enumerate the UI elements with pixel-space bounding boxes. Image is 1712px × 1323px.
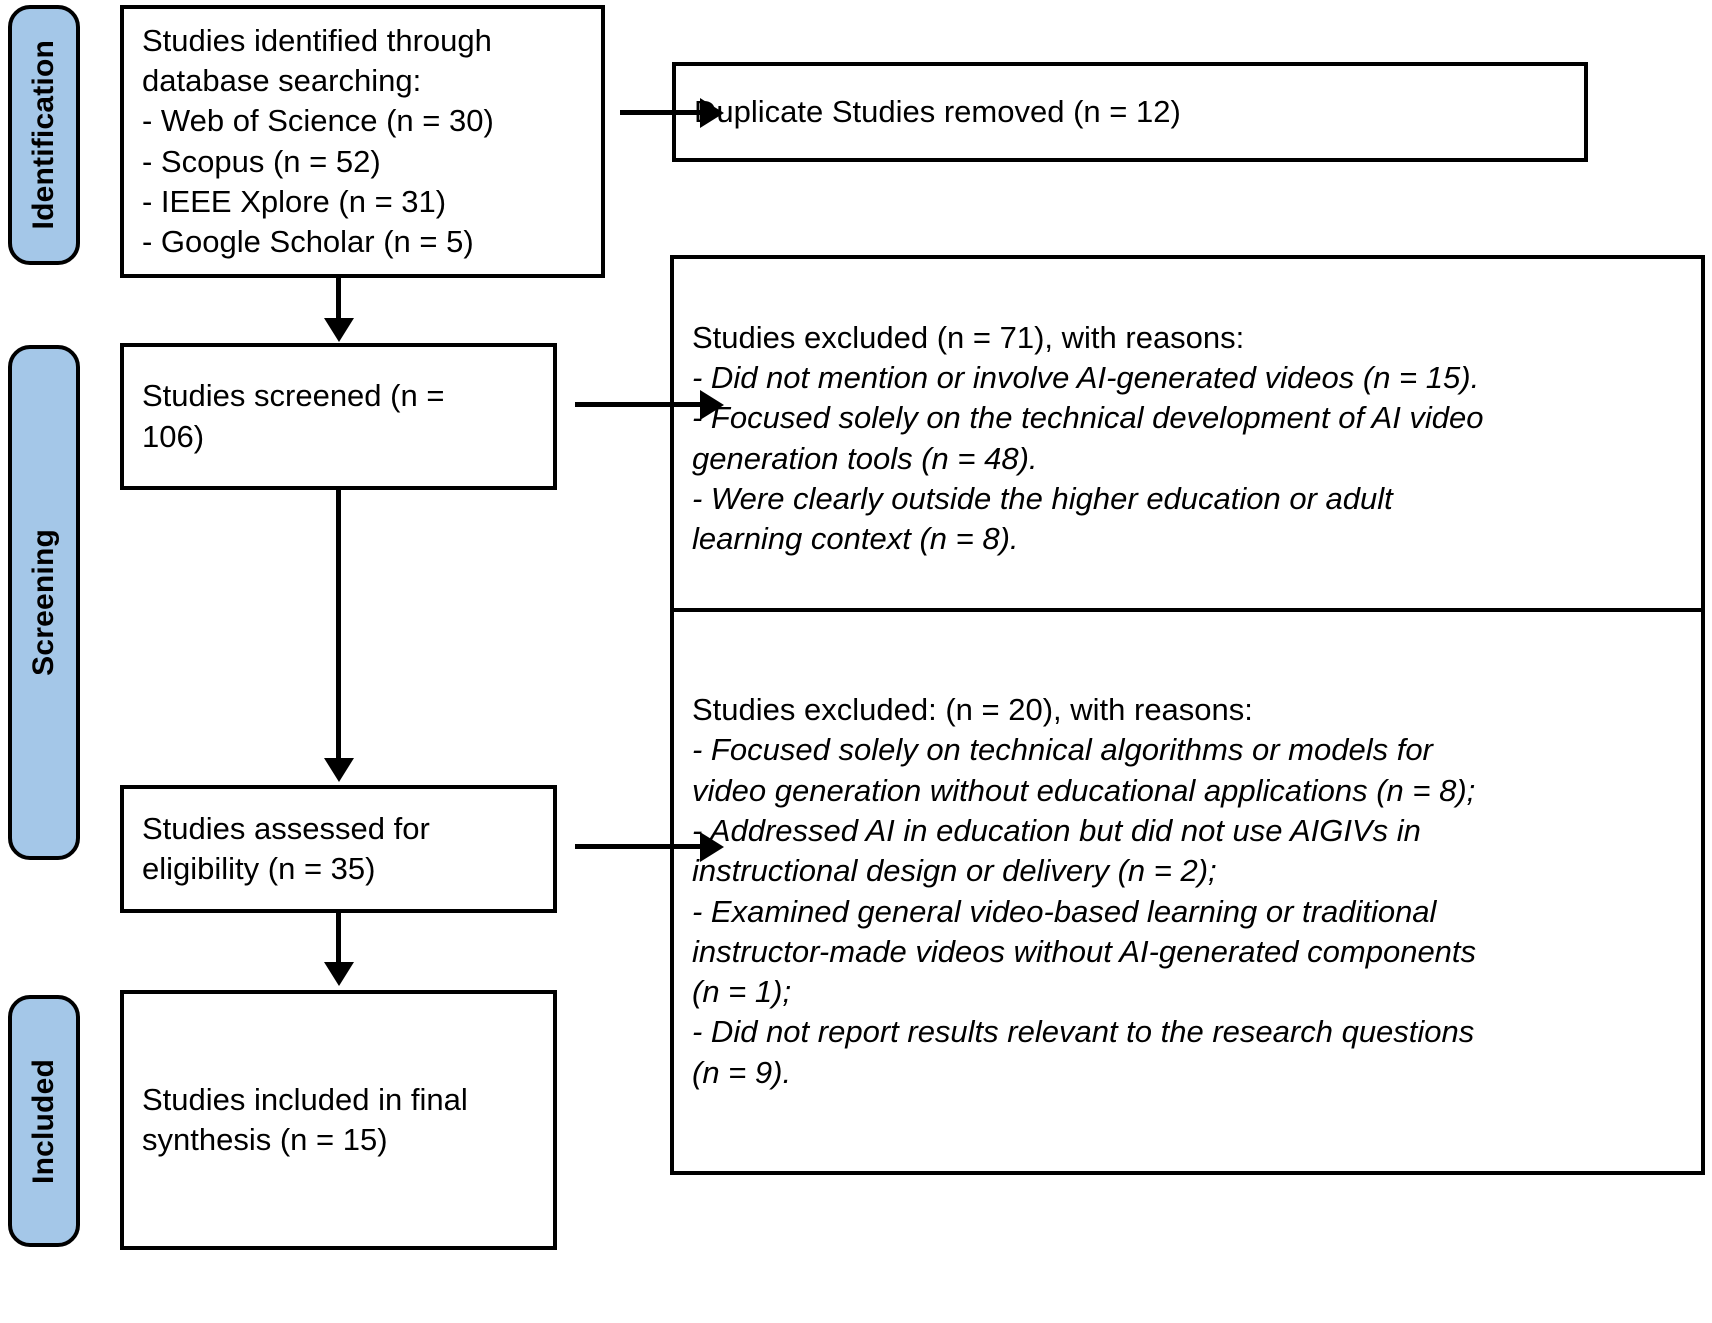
arrowhead-screened-to-excluded xyxy=(700,390,724,420)
assessed-line-2: eligibility (n = 35) xyxy=(142,851,376,886)
included-line-1: Studies included in final xyxy=(142,1081,468,1117)
box-studies-identified-text: Studies identified through database sear… xyxy=(124,21,601,263)
box-studies-screened-text: Studies screened (n = 106) xyxy=(124,376,553,457)
excluded-screening-heading: Studies excluded (n = 71), with reasons: xyxy=(692,319,1245,355)
identified-line-scopus: - Scopus (n = 52) xyxy=(142,143,381,179)
excluded-eligibility-reason-2b: instructional design or delivery (n = 2)… xyxy=(692,853,1217,889)
box-studies-included-final: Studies included in final synthesis (n =… xyxy=(120,990,557,1250)
excluded-screening-reason-1: - Did not mention or involve AI-generate… xyxy=(692,359,1480,395)
excluded-eligibility-reason-3a: - Examined general video-based learning … xyxy=(692,893,1437,929)
excluded-eligibility-reason-4a: - Did not report results relevant to the… xyxy=(692,1014,1475,1050)
arrowhead-assessed-to-excluded xyxy=(700,832,724,862)
stage-label-included: Included xyxy=(27,1058,60,1184)
box-studies-screened: Studies screened (n = 106) xyxy=(120,343,557,490)
box-studies-assessed-eligibility: Studies assessed for eligibility (n = 35… xyxy=(120,785,557,913)
excluded-eligibility-reason-3b: instructor-made videos without AI-genera… xyxy=(692,933,1477,969)
included-line-2: synthesis (n = 15) xyxy=(142,1122,388,1157)
box-excluded-eligibility: Studies excluded: (n = 20), with reasons… xyxy=(670,608,1705,1175)
screened-line-2: 106) xyxy=(142,418,205,454)
box-studies-included-final-text: Studies included in final synthesis (n =… xyxy=(124,1080,553,1161)
stage-label-identification: Identification xyxy=(27,40,60,230)
excluded-eligibility-reason-4b: (n = 9). xyxy=(692,1054,792,1090)
excluded-eligibility-reason-2a: - Addressed AI in education but did not … xyxy=(692,812,1421,848)
box-excluded-screening: Studies excluded (n = 71), with reasons:… xyxy=(670,255,1705,622)
arrowhead-identified-to-screened xyxy=(324,318,354,342)
excluded-eligibility-reason-1b: video generation without educational app… xyxy=(692,772,1476,808)
excluded-screening-reason-3b: learning context (n = 8). xyxy=(692,521,1019,557)
identified-line-2: database searching: xyxy=(142,62,422,98)
duplicates-removed-line: Duplicate Studies removed (n = 12) xyxy=(694,93,1181,129)
identified-line-web-of-science: - Web of Science (n = 30) xyxy=(142,103,494,139)
connector-assessed-to-included xyxy=(336,913,341,966)
stage-pill-included: Included xyxy=(8,995,80,1247)
excluded-screening-reason-3a: - Were clearly outside the higher educat… xyxy=(692,480,1393,516)
stage-label-screening: Screening xyxy=(27,529,60,676)
excluded-eligibility-reason-1a: - Focused solely on technical algorithms… xyxy=(692,732,1433,768)
box-duplicates-removed: Duplicate Studies removed (n = 12) xyxy=(672,62,1588,162)
box-excluded-eligibility-text: Studies excluded: (n = 20), with reasons… xyxy=(674,690,1701,1093)
stage-pill-identification: Identification xyxy=(8,5,80,265)
arrowhead-screened-to-assessed xyxy=(324,758,354,782)
excluded-eligibility-reason-3c: (n = 1); xyxy=(692,974,792,1010)
identified-line-google-scholar: - Google Scholar (n = 5) xyxy=(142,224,474,260)
box-studies-identified: Studies identified through database sear… xyxy=(120,5,605,278)
connector-identified-to-duplicates xyxy=(620,110,702,115)
box-duplicates-removed-text: Duplicate Studies removed (n = 12) xyxy=(676,92,1584,132)
box-excluded-screening-text: Studies excluded (n = 71), with reasons:… xyxy=(674,318,1701,560)
connector-identified-to-screened xyxy=(336,278,341,322)
connector-screened-to-assessed xyxy=(336,490,341,762)
stage-pill-screening: Screening xyxy=(8,345,80,860)
assessed-line-1: Studies assessed for xyxy=(142,810,430,846)
identified-line-ieee-xplore: - IEEE Xplore (n = 31) xyxy=(142,183,447,219)
connector-assessed-to-excluded xyxy=(575,844,705,849)
identified-line-1: Studies identified through xyxy=(142,22,492,58)
arrowhead-assessed-to-included xyxy=(324,962,354,986)
screened-line-1: Studies screened (n = xyxy=(142,378,445,414)
arrowhead-identified-to-duplicates xyxy=(700,98,724,128)
box-studies-assessed-eligibility-text: Studies assessed for eligibility (n = 35… xyxy=(124,809,553,890)
connector-screened-to-excluded xyxy=(575,402,705,407)
excluded-screening-reason-2b: generation tools (n = 48). xyxy=(692,440,1038,476)
excluded-eligibility-heading: Studies excluded: (n = 20), with reasons… xyxy=(692,692,1253,728)
excluded-screening-reason-2a: - Focused solely on the technical develo… xyxy=(692,400,1484,436)
